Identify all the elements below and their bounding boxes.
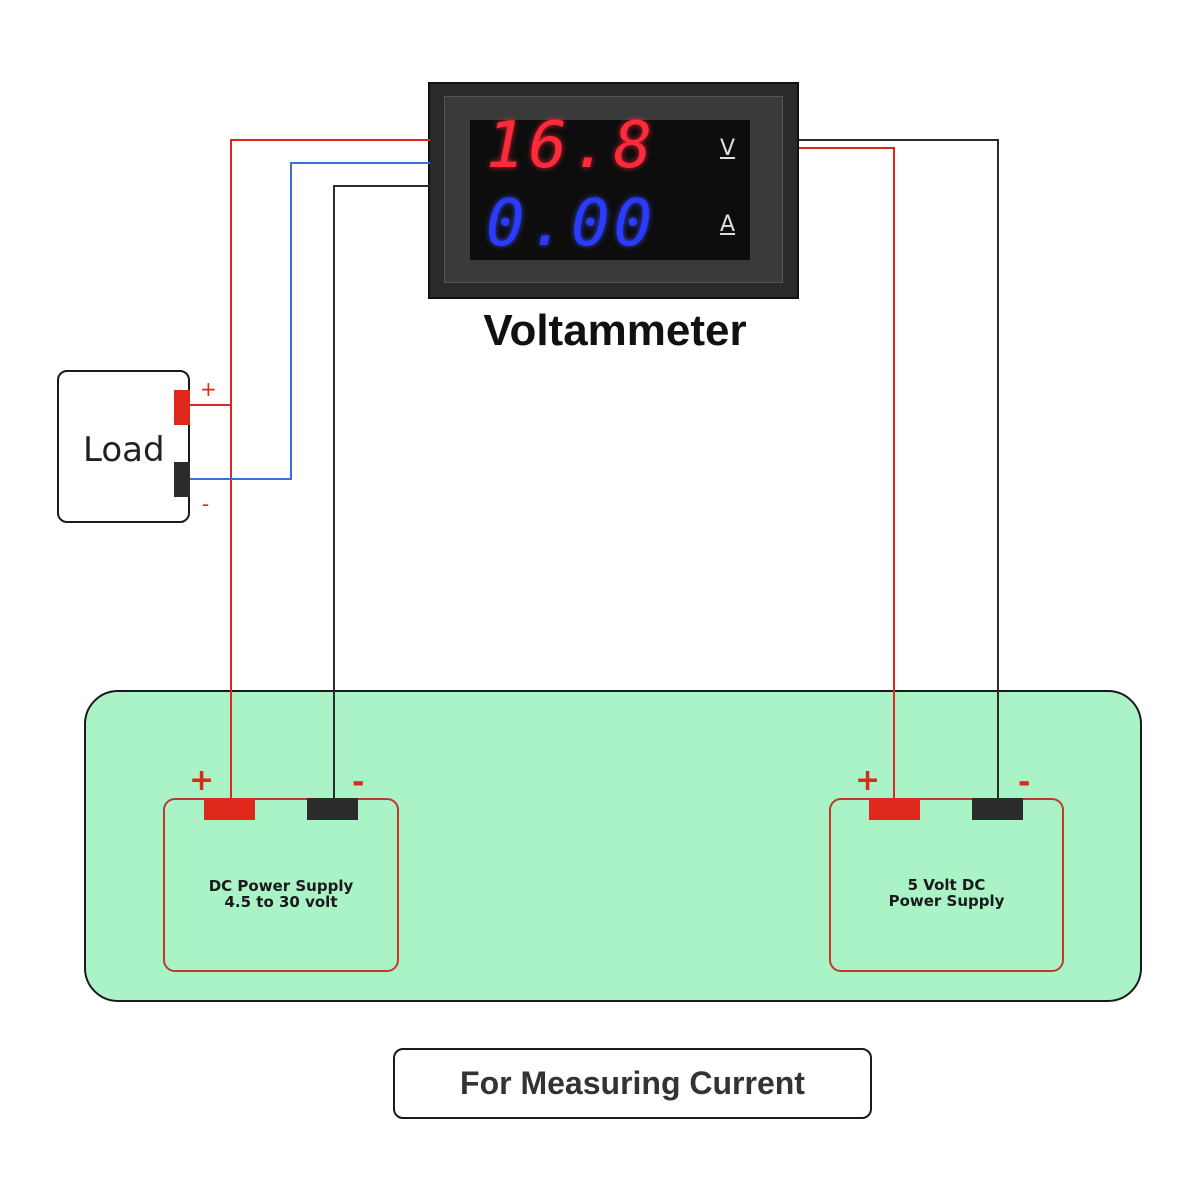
- dc-supply-positive-terminal: [204, 798, 255, 820]
- dc-supply-label-line2: 4.5 to 30 volt: [224, 893, 338, 911]
- voltage-reading: 16.8: [486, 109, 657, 183]
- dc-supply-minus-sign: -: [352, 765, 365, 800]
- load-box: Load: [57, 370, 190, 523]
- five-volt-supply-label-line2: Power Supply: [888, 892, 1005, 910]
- wire-blue-meter-to-load-negative: [190, 162, 430, 480]
- five-volt-positive-terminal: [869, 798, 920, 820]
- five-volt-negative-terminal: [972, 798, 1023, 820]
- wire-red-meter-to-five-volt-positive: [799, 147, 895, 798]
- dc-power-supply-box: DC Power Supply 4.5 to 30 volt: [163, 798, 399, 972]
- five-volt-supply-label-line1: 5 Volt DC: [907, 876, 986, 894]
- load-negative-terminal: [174, 462, 190, 497]
- load-plus-sign: +: [200, 377, 217, 401]
- load-minus-sign: -: [202, 492, 210, 516]
- five-volt-minus-sign: -: [1018, 765, 1031, 800]
- load-positive-terminal: [174, 390, 190, 425]
- load-label: Load: [83, 430, 165, 470]
- dc-supply-negative-terminal: [307, 798, 358, 820]
- five-volt-plus-sign: +: [855, 763, 881, 798]
- dc-supply-plus-sign: +: [189, 763, 215, 798]
- supplies-panel: [84, 690, 1142, 1002]
- wire-black-meter-to-supply-negative: [333, 185, 430, 798]
- dc-supply-label-line1: DC Power Supply: [208, 877, 354, 895]
- meter-display: [470, 120, 750, 260]
- voltammeter-device: 16.8 0.00 V A: [428, 82, 799, 299]
- wire-black-meter-to-five-volt-negative: [799, 139, 999, 798]
- caption-box: For Measuring Current: [393, 1048, 872, 1119]
- current-reading: 0.00: [486, 187, 657, 261]
- voltage-unit: V: [720, 136, 736, 161]
- five-volt-supply-box: 5 Volt DC Power Supply: [829, 798, 1064, 972]
- current-unit: A: [720, 212, 736, 237]
- wire-red-meter-to-supply-positive: [230, 139, 430, 798]
- meter-title: Voltammeter: [483, 306, 747, 355]
